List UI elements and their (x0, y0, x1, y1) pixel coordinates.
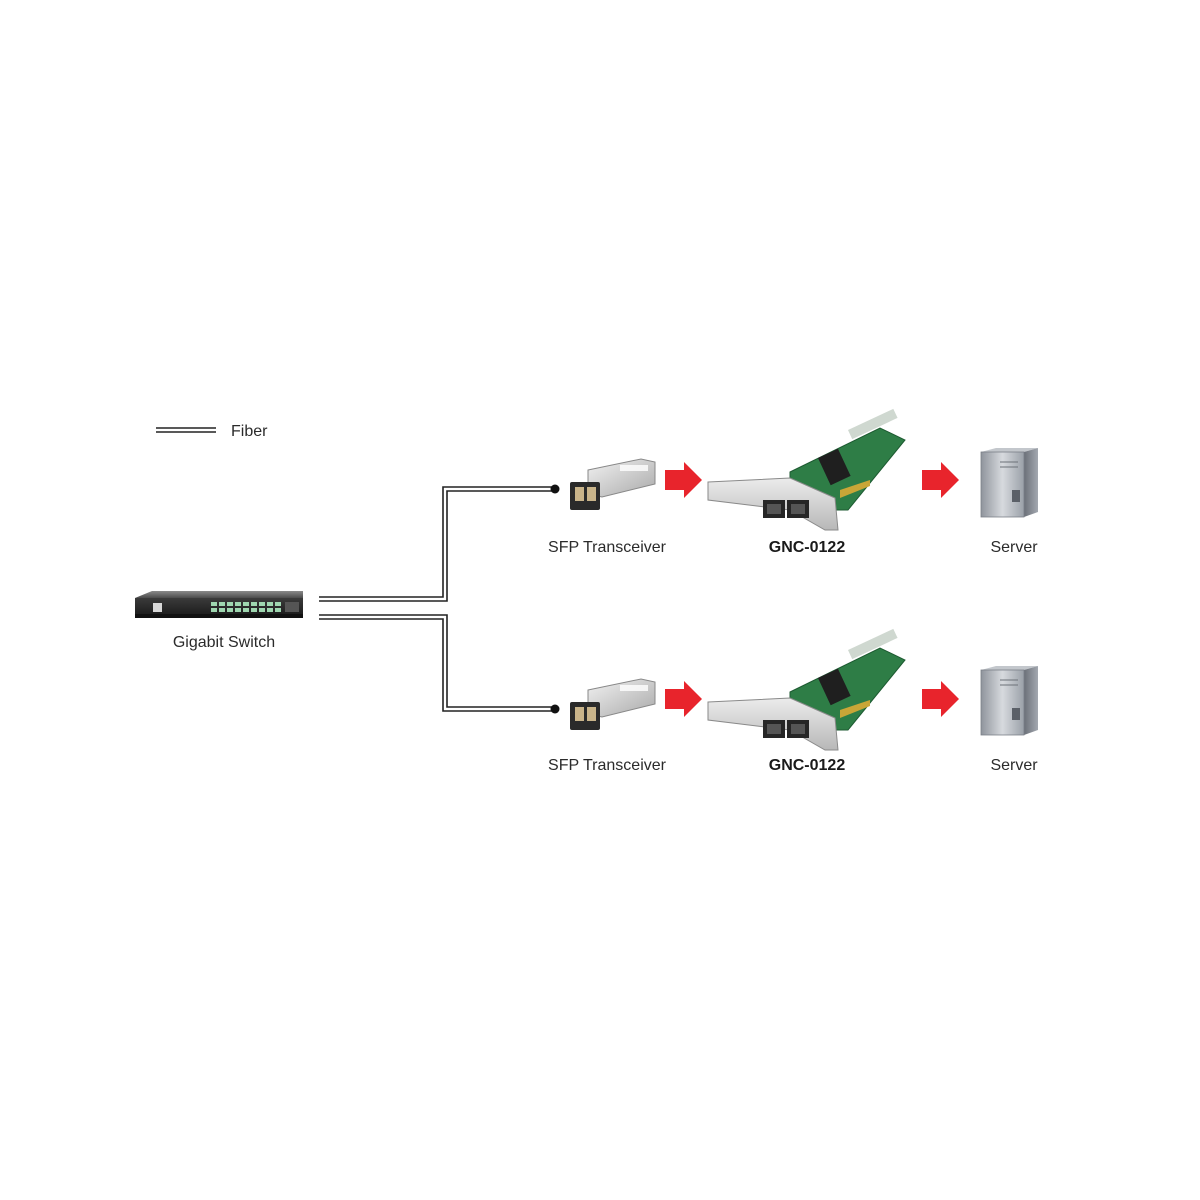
server-tower-icon (980, 448, 1038, 518)
switch-label: Gigabit Switch (173, 634, 275, 651)
row-1: SFP Transceiver GNC-0122 Serv (548, 408, 1038, 556)
transceiver-label: SFP Transceiver (548, 539, 667, 556)
row-2: SFP Transceiver GNC-0122 Serv (548, 628, 1038, 774)
sfp-transceiver-icon (570, 678, 656, 730)
transceiver-label: SFP Transceiver (548, 757, 667, 774)
card-label: GNC-0122 (769, 539, 846, 556)
arrow-right-icon (922, 462, 959, 498)
fiber-link-top (319, 484, 560, 602)
network-card-icon (707, 628, 906, 751)
network-card-icon (707, 408, 906, 531)
fiber-legend-icon (156, 427, 216, 433)
card-label: GNC-0122 (769, 757, 846, 774)
arrow-right-icon (922, 681, 959, 717)
fiber-link-bottom (319, 614, 560, 714)
arrow-right-icon (665, 462, 702, 498)
gigabit-switch: Gigabit Switch (135, 591, 303, 651)
legend: Fiber (156, 423, 268, 440)
sfp-transceiver-icon (570, 458, 656, 510)
server-label: Server (990, 539, 1038, 556)
arrow-right-icon (665, 681, 702, 717)
server-label: Server (990, 757, 1038, 774)
server-tower-icon (980, 666, 1038, 736)
legend-fiber-label: Fiber (231, 423, 268, 440)
switch-icon (135, 591, 303, 618)
